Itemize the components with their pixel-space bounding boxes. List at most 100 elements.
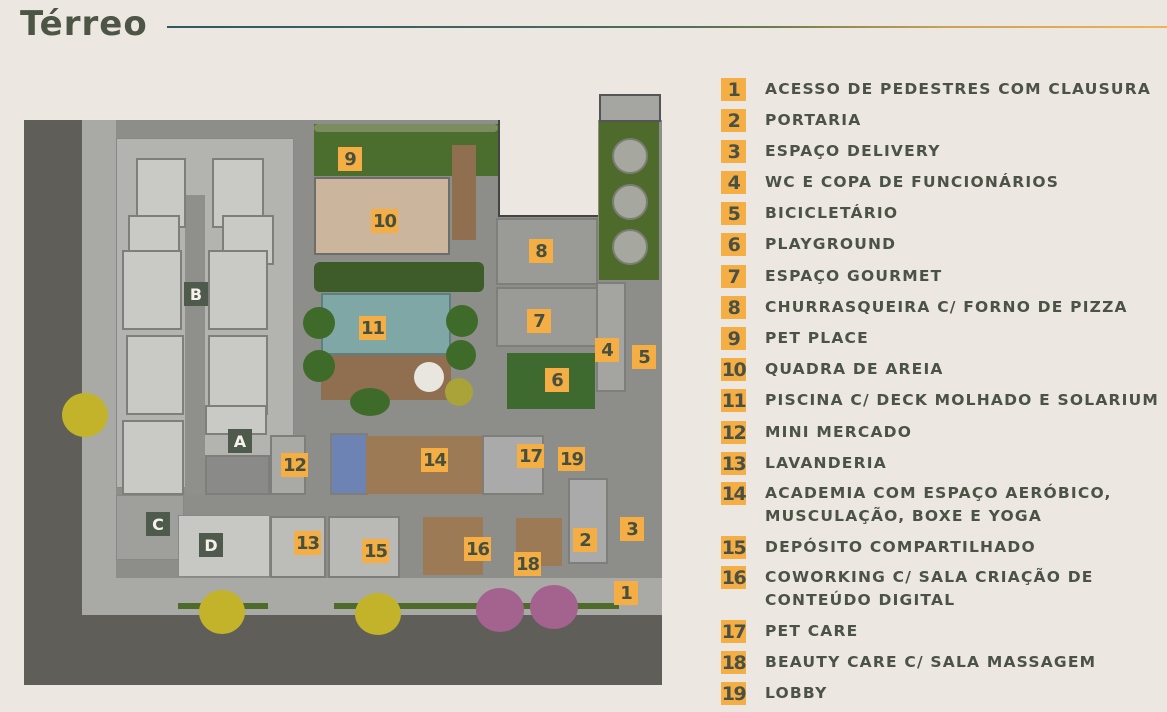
legend-number: 7 xyxy=(721,265,746,288)
legend-number: 18 xyxy=(721,651,747,674)
legend-number: 15 xyxy=(721,536,747,559)
legend-number: 1 xyxy=(721,78,746,101)
tank-roof xyxy=(599,94,661,122)
legend-number: 8 xyxy=(721,296,746,319)
page-title: Térreo xyxy=(20,4,148,44)
marker-15[interactable]: 15 xyxy=(362,539,390,563)
marker-16[interactable]: 16 xyxy=(464,537,492,561)
marker-19[interactable]: 19 xyxy=(558,447,586,471)
tree xyxy=(303,350,335,382)
legend-label: BEAUTY CARE C/ SALA MASSAGEM xyxy=(765,653,1097,671)
building-label-d: D xyxy=(199,533,223,557)
marker-14[interactable]: 14 xyxy=(421,448,449,472)
building-label-a: A xyxy=(228,429,252,453)
tower-b-corridor xyxy=(185,195,205,495)
marker-4[interactable]: 4 xyxy=(595,338,619,362)
legend-number: 4 xyxy=(721,171,746,194)
legend-item-17: 17 PET CARE xyxy=(721,620,858,643)
legend-item-15: 15 DEPÓSITO COMPARTILHADO xyxy=(721,536,1036,559)
legend-number: 6 xyxy=(721,233,746,256)
staff-wc xyxy=(596,282,626,392)
marker-11[interactable]: 11 xyxy=(359,316,387,340)
legend-item-11: 11 PISCINA C/ DECK MOLHADO E SOLARIUM xyxy=(721,389,1159,412)
legend-label: WC E COPA DE FUNCIONÁRIOS xyxy=(765,173,1060,191)
legend-label: COWORKING C/ SALA CRIAÇÃO DE CONTEÚDO DI… xyxy=(765,568,1094,609)
pool-hedge xyxy=(314,262,484,292)
marker-5[interactable]: 5 xyxy=(632,345,656,369)
legend-number: 17 xyxy=(721,620,747,643)
building-label-c: C xyxy=(146,512,170,536)
street-tree xyxy=(355,593,401,635)
water-tank xyxy=(612,229,648,265)
water-tank xyxy=(612,184,648,220)
legend-label: CHURRASQUEIRA C/ FORNO DE PIZZA xyxy=(765,298,1128,316)
legend-label: QUADRA DE AREIA xyxy=(765,360,944,378)
wood-walkway xyxy=(452,145,476,240)
legend-label: PET PLACE xyxy=(765,329,869,347)
marker-12[interactable]: 12 xyxy=(281,453,309,477)
legend-label: PISCINA C/ DECK MOLHADO E SOLARIUM xyxy=(765,391,1160,409)
marker-2[interactable]: 2 xyxy=(573,528,597,552)
marker-7[interactable]: 7 xyxy=(527,309,551,333)
building-label-b: B xyxy=(184,282,208,306)
legend-item-8: 8 CHURRASQUEIRA C/ FORNO DE PIZZA xyxy=(721,296,1128,319)
legend-number: 11 xyxy=(721,389,747,412)
tree xyxy=(445,378,473,406)
legend-item-10: 10 QUADRA DE AREIA xyxy=(721,358,944,381)
street-tree xyxy=(199,590,245,634)
legend-label: PORTARIA xyxy=(765,111,862,129)
unit xyxy=(208,335,268,415)
legend-label: ESPAÇO DELIVERY xyxy=(765,142,941,160)
street-tree xyxy=(530,585,578,629)
legend-label: ESPAÇO GOURMET xyxy=(765,267,943,285)
legend-number: 14 xyxy=(721,482,747,505)
legend-label: LOBBY xyxy=(765,684,828,702)
marker-13[interactable]: 13 xyxy=(294,531,322,555)
marker-1[interactable]: 1 xyxy=(614,581,638,605)
tree xyxy=(446,305,478,337)
legend-item-6: 6 PLAYGROUND xyxy=(721,233,896,256)
tree xyxy=(303,307,335,339)
unit xyxy=(122,420,184,495)
legend-label: DEPÓSITO COMPARTILHADO xyxy=(765,538,1036,556)
legend-label: PET CARE xyxy=(765,622,859,640)
marker-3[interactable]: 3 xyxy=(620,517,644,541)
marker-9[interactable]: 9 xyxy=(338,147,362,171)
legend-item-2: 2 PORTARIA xyxy=(721,109,861,132)
unit xyxy=(126,335,184,415)
legend-item-9: 9 PET PLACE xyxy=(721,327,869,350)
legend-number: 10 xyxy=(721,358,747,381)
marker-18[interactable]: 18 xyxy=(514,552,542,576)
legend-number: 5 xyxy=(721,202,746,225)
legend-number: 13 xyxy=(721,452,747,475)
sidewalk-west xyxy=(82,120,116,615)
legend-label: MINI MERCADO xyxy=(765,423,913,441)
marker-6[interactable]: 6 xyxy=(545,368,569,392)
water-tank xyxy=(612,138,648,174)
legend-item-12: 12 MINI MERCADO xyxy=(721,421,912,444)
unit xyxy=(208,250,268,330)
legend-item-7: 7 ESPAÇO GOURMET xyxy=(721,265,942,288)
marker-8[interactable]: 8 xyxy=(529,239,553,263)
building-d xyxy=(178,515,270,577)
legend-label: LAVANDERIA xyxy=(765,454,887,472)
marker-17[interactable]: 17 xyxy=(517,444,545,468)
unit xyxy=(122,250,182,330)
legend-number: 2 xyxy=(721,109,746,132)
marker-10[interactable]: 10 xyxy=(371,209,399,233)
legend-item-19: 19 LOBBY xyxy=(721,682,828,705)
legend-number: 9 xyxy=(721,327,746,350)
legend-label: ACESSO DE PEDESTRES COM CLAUSURA xyxy=(765,80,1152,98)
legend-number: 12 xyxy=(721,421,747,444)
umbrella xyxy=(414,362,444,392)
legend-number: 19 xyxy=(721,682,747,705)
tree xyxy=(350,388,390,416)
legend-label: PLAYGROUND xyxy=(765,235,897,253)
street-tree xyxy=(62,393,108,437)
legend-label: BICICLETÁRIO xyxy=(765,204,899,222)
legend-item-1: 1 ACESSO DE PEDESTRES COM CLAUSURA xyxy=(721,78,1151,101)
gym-boxing xyxy=(330,433,368,495)
legend-number: 3 xyxy=(721,140,746,163)
